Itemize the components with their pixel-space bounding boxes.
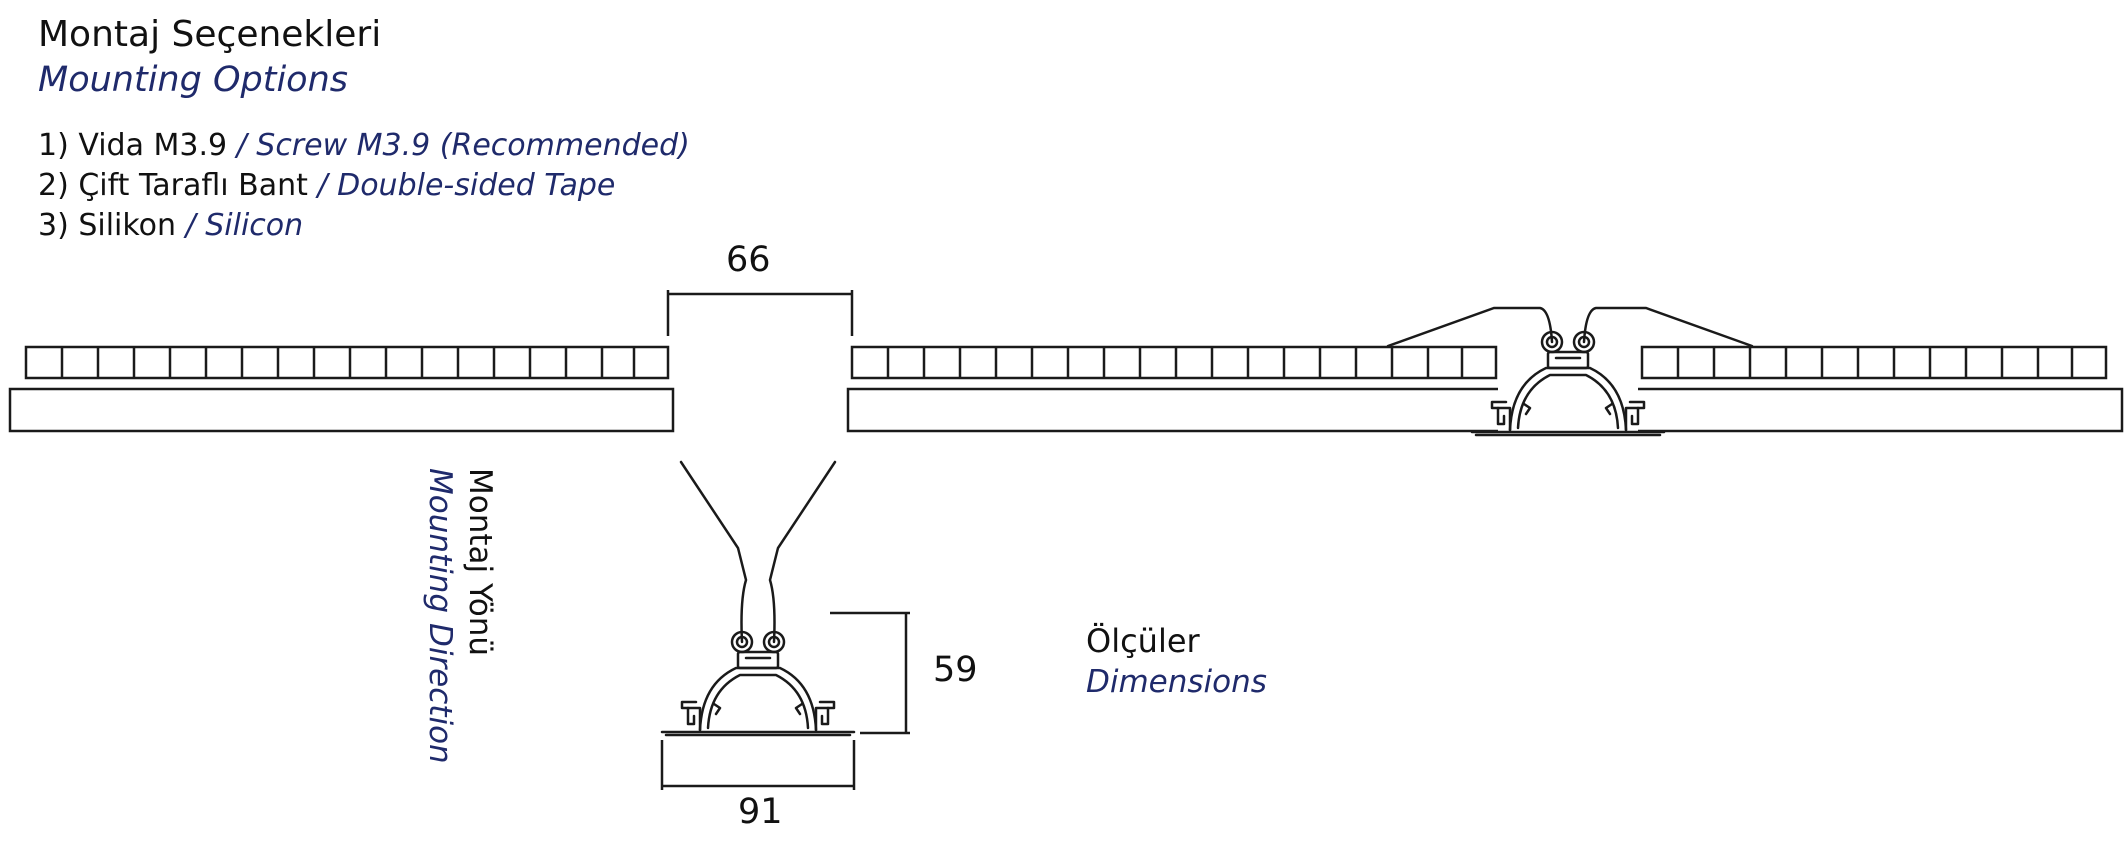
mounting-direction-label: Montaj Yönü Mounting Direction — [420, 468, 500, 764]
dimensions-label-tr: Ölçüler — [1086, 622, 1200, 660]
option-silicone-tr: 3) Silikon — [38, 208, 177, 243]
left-ceiling-board — [8, 387, 675, 433]
installed-spring-arms — [1386, 306, 1754, 348]
option-screw-en: / Screw M3.9 (Recommended) — [227, 128, 690, 163]
installed-profile — [1470, 330, 1666, 437]
right-ceiling-board — [846, 387, 2124, 433]
mounting-direction-tr: Montaj Yönü — [462, 468, 498, 657]
option-tape: 2) Çift Taraflı Bant / Double-sided Tape — [38, 168, 615, 203]
cutout-dimension-lines — [666, 290, 854, 336]
option-silicone-en: / Silicon — [176, 208, 304, 243]
profile-height-label: 59 — [933, 650, 978, 690]
right-ceiling-tiles — [850, 345, 2108, 380]
option-tape-en: / Double-sided Tape — [307, 168, 616, 203]
left-ceiling-tiles — [24, 345, 670, 380]
profile-cross-section — [660, 630, 856, 737]
option-silicone: 3) Silikon / Silicon — [38, 208, 303, 243]
profile-width-label: 91 — [738, 792, 783, 832]
height-dimension-lines — [830, 611, 910, 735]
dimensions-label-en: Dimensions — [1086, 664, 1267, 700]
open-spring-arms — [679, 460, 837, 644]
option-tape-tr: 2) Çift Taraflı Bant — [38, 168, 308, 203]
mounting-direction-en: Mounting Direction — [422, 468, 458, 764]
title-english: Mounting Options — [38, 60, 348, 100]
width-dimension-lines — [660, 740, 856, 790]
title-turkish: Montaj Seçenekleri — [38, 14, 382, 55]
cutout-width-label: 66 — [726, 240, 771, 280]
option-screw-tr: 1) Vida M3.9 — [38, 128, 228, 163]
option-screw: 1) Vida M3.9 / Screw M3.9 (Recommended) — [38, 128, 690, 163]
